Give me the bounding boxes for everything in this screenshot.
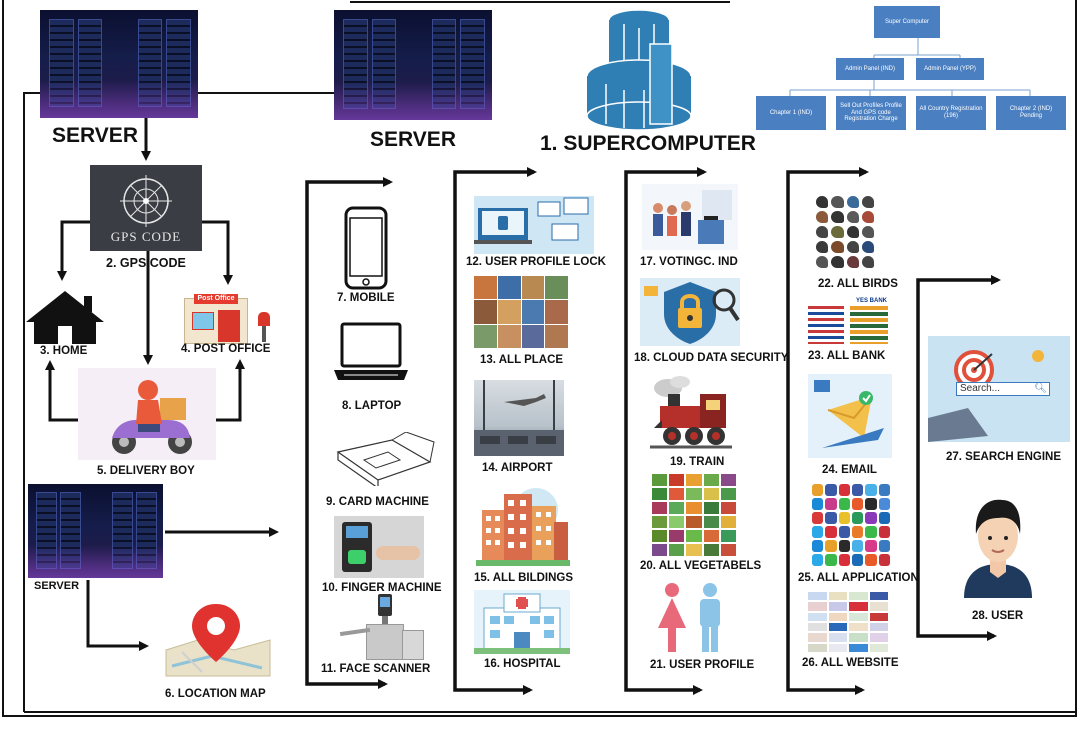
supercomputer-icon xyxy=(586,9,692,131)
column2-label: 12. USER PROFILE LOCK xyxy=(466,256,606,268)
column3-label: 20. ALL VEGETABELS xyxy=(640,560,762,572)
gps-code-logo: GPS CODE xyxy=(90,165,202,251)
all-website-image xyxy=(808,592,888,652)
gps-code-label: 2. GPS CODE xyxy=(106,256,186,270)
user-profile-lock-image xyxy=(474,196,594,254)
device-label: 10. FINGER MACHINE xyxy=(322,582,442,594)
all-place-image xyxy=(474,276,568,348)
laptop-icon xyxy=(334,322,408,380)
org-root-box: Super Computer xyxy=(874,6,940,38)
column4-label: 22. ALL BIRDS xyxy=(818,278,898,290)
device-label: 7. MOBILE xyxy=(337,292,395,304)
search-engine-image: Search... 🔍︎ xyxy=(928,336,1070,442)
column3-label: 21. USER PROFILE xyxy=(650,659,755,671)
airplane-icon xyxy=(474,380,564,456)
column2-label: 16. HOSPITAL xyxy=(484,658,561,670)
org-child-box: Sell Out Profiles Profile And GPS code R… xyxy=(836,96,906,130)
home-label: 3. HOME xyxy=(40,345,88,357)
all-vegetables-image xyxy=(652,474,736,556)
all-bank-image: YES BANK xyxy=(806,298,890,346)
finger-machine-image xyxy=(334,516,424,578)
column3-label: 17. VOTINGC. IND xyxy=(640,256,738,268)
cloud-security-image xyxy=(640,278,740,346)
search-field-text: Search... xyxy=(960,383,1001,394)
column5-label: 28. USER xyxy=(972,610,1024,622)
server-label-middle: SERVER xyxy=(370,128,456,151)
search-field[interactable]: Search... 🔍︎ xyxy=(956,382,1050,396)
delivery-boy-image xyxy=(78,368,216,460)
org-child-box: Chapter 1 (IND) xyxy=(756,96,826,130)
mobile-icon xyxy=(344,206,388,290)
train-icon xyxy=(650,376,732,449)
all-buildings-image xyxy=(476,486,570,566)
column3-label: 18. CLOUD DATA SECURITY xyxy=(634,352,789,364)
column4-label: 25. ALL APPLICATION xyxy=(798,572,919,584)
column4-label: 24. EMAIL xyxy=(822,464,877,476)
search-icon: 🔍︎ xyxy=(1034,383,1047,394)
map-pin-icon xyxy=(165,604,271,677)
user-avatar-icon xyxy=(964,499,1032,598)
column2-label: 13. ALL PLACE xyxy=(480,354,564,366)
device-label: 8. LAPTOP xyxy=(342,400,402,412)
column4-label: 26. ALL WEBSITE xyxy=(802,657,899,669)
column2-label: 15. ALL BILDINGS xyxy=(474,572,574,584)
bank-logo-text: YES BANK xyxy=(856,298,888,304)
org-child-box: Chapter 2 (IND) Pending xyxy=(996,96,1066,130)
email-icon xyxy=(808,374,892,458)
location-map-label: 6. LOCATION MAP xyxy=(165,688,266,700)
all-birds-image xyxy=(816,196,874,268)
buildings-icon xyxy=(476,488,570,566)
compass-icon xyxy=(120,175,172,227)
column5-label: 27. SEARCH ENGINE xyxy=(946,451,1062,463)
card-machine-icon xyxy=(336,432,435,486)
airport-image xyxy=(474,380,564,456)
column3-label: 19. TRAIN xyxy=(670,456,725,468)
location-map-image xyxy=(162,600,274,678)
target-icon xyxy=(928,350,1044,442)
post-office-sign: Post Office xyxy=(194,294,238,304)
voting-icon xyxy=(653,190,732,244)
home-icon xyxy=(26,291,104,344)
server-image-left xyxy=(40,10,198,118)
device-label: 11. FACE SCANNER xyxy=(321,663,431,675)
device-label: 9. CARD MACHINE xyxy=(326,496,429,508)
server-label-bottom: SERVER xyxy=(34,580,80,592)
user-profile-icon xyxy=(658,583,720,652)
column2-label: 14. AIRPORT xyxy=(482,462,553,474)
post-office-label: 4. POST OFFICE xyxy=(181,343,271,355)
delivery-boy-label: 5. DELIVERY BOY xyxy=(97,465,195,477)
hospital-image xyxy=(474,590,570,654)
hospital-icon xyxy=(474,590,570,654)
post-office-icon: Post Office xyxy=(180,290,274,344)
org-admin-box: Admin Panel (IND) xyxy=(836,58,904,80)
server-label-left: SERVER xyxy=(52,124,138,147)
scooter-icon xyxy=(112,380,192,454)
profile-lock-icon xyxy=(474,197,589,244)
shield-lock-icon xyxy=(644,282,740,344)
server-image-middle xyxy=(334,10,492,120)
org-admin-box: Admin Panel (YPP) xyxy=(916,58,984,80)
org-child-box: All Country Registration (196) xyxy=(916,96,986,130)
face-scanner-image xyxy=(336,594,426,660)
voting-image xyxy=(642,184,738,250)
all-application-image xyxy=(812,484,890,566)
supercomputer-title: 1. SUPERCOMPUTER xyxy=(540,132,756,155)
column4-label: 23. ALL BANK xyxy=(808,350,886,362)
server-image-bottom xyxy=(28,484,163,578)
gps-logo-text: GPS CODE xyxy=(110,229,182,244)
